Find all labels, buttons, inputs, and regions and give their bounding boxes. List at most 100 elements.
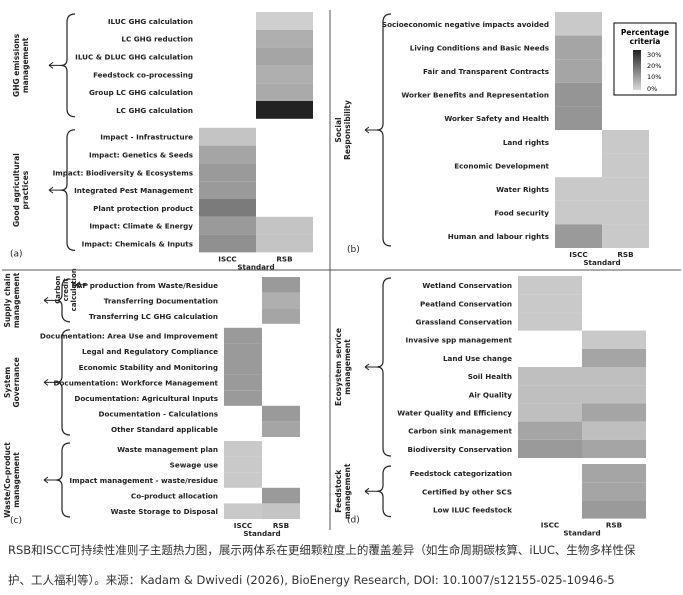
heatmap-cell-human-and-labour-rights-iscc xyxy=(555,224,602,248)
legend-tick-10: 10% xyxy=(647,73,661,81)
heatmap-cell-living-conditions-and-basic-needs-iscc xyxy=(555,35,602,60)
row-label-worker-benefits-and-representation: Worker Benefits and Representation xyxy=(401,91,549,100)
group-label-line: management xyxy=(21,37,30,93)
row-label-living-conditions-and-basic-needs: Living Conditions and Basic Needs xyxy=(410,43,549,52)
group-bracket-ecosystem-service-management xyxy=(376,277,392,457)
heatmap-cell-iluc-dluc-ghg-calculation-rsb xyxy=(256,47,313,66)
heatmap-cell-legal-and-regulatory-compliance-iscc xyxy=(224,343,262,359)
heatmap-cell-documentation-workforce-management-iscc xyxy=(224,374,262,391)
group-label-line: management xyxy=(343,463,352,519)
heatmap-cell-worker-safety-and-health-iscc xyxy=(555,106,602,130)
x-tick-iscc: ISCC xyxy=(234,521,252,530)
group-label-line: Supply chain xyxy=(3,273,12,327)
heatmap-cell-food-security-rsb xyxy=(602,200,649,225)
heatmap-cell-human-and-labour-rights-rsb xyxy=(602,224,649,248)
group-label-line: Governance xyxy=(12,357,21,407)
row-label-saf-production-from-waste-residue: SAF production from Waste/Residue xyxy=(72,281,219,290)
group-arrow-waste-co-product-management xyxy=(43,476,56,484)
heatmap-cell-invasive-spp-management-rsb xyxy=(582,330,646,349)
heatmap-cell-integrated-pest-management-iscc xyxy=(199,181,256,199)
row-label-other-standard-applicable: Other Standard applicable xyxy=(111,425,218,434)
group-label-line: Feedstock xyxy=(334,469,343,513)
row-label-peatland-conservation: Peatland Conservation xyxy=(420,299,512,308)
heatmap-cell-impact-infrastructure-iscc xyxy=(199,127,256,146)
group-arrow-system-governance xyxy=(43,379,56,386)
row-label-documentation-calculations: Documentation - Calculations xyxy=(98,410,218,419)
heatmap-cell-documentation-agricultural-inputs-iscc xyxy=(224,390,262,406)
row-label-human-and-labour-rights: Human and labour rights xyxy=(448,232,549,241)
panel-3: SAF production from Waste/ResidueTransfe… xyxy=(3,268,300,538)
heatmap-cell-plant-protection-product-iscc xyxy=(199,199,256,217)
row-label-economic-stability-and-monitoring: Economic Stability and Monitoring xyxy=(79,363,218,372)
heatmap-cell-waste-storage-to-disposal-iscc xyxy=(224,503,262,519)
heatmap-cell-economic-stability-and-monitoring-iscc xyxy=(224,359,262,375)
x-tick-rsb: RSB xyxy=(606,521,622,530)
x-axis-label: Standard xyxy=(237,262,274,271)
group-label-line: practices xyxy=(21,170,30,209)
group-label-line: management xyxy=(12,272,21,328)
row-label-land-use-change: Land Use change xyxy=(443,354,512,363)
heatmap-cell-transferring-documentation-rsb xyxy=(262,292,300,309)
row-label-worker-safety-and-health: Worker Safety and Health xyxy=(444,114,549,123)
heatmap-cell-impact-genetics-seeds-iscc xyxy=(199,145,256,164)
heatmap-cell-impact-chemicals-inputs-rsb xyxy=(256,234,313,253)
x-tick-iscc: ISCC xyxy=(569,250,587,259)
x-tick-rsb: RSB xyxy=(617,250,633,259)
heatmap-cell-certified-by-other-scs-rsb xyxy=(582,482,646,501)
heatmap-cell-lc-ghg-reduction-rsb xyxy=(256,29,313,48)
row-label-biodiversity-conservation: Biodiversity Conservation xyxy=(408,445,512,454)
group-label-line: System xyxy=(3,367,12,398)
heatmap-cell-economic-development-rsb xyxy=(602,153,649,178)
heatmap-cell-documentation-area-use-and-improvement-iscc xyxy=(224,327,262,344)
group-bracket-good-agricultural-practices xyxy=(60,129,76,251)
heatmap-cell-feedstock-co-processing-rsb xyxy=(256,65,313,84)
group-label-waste-co-product-management: Waste/Co-productmanagement xyxy=(3,442,21,518)
row-label-lc-ghg-reduction: LC GHG reduction xyxy=(121,35,193,44)
heatmap-cell-carbon-sink-management-iscc xyxy=(518,421,582,440)
row-label-legal-and-regulatory-compliance: Legal and Regulatory Compliance xyxy=(82,347,218,356)
group-arrow-supply-chain-management xyxy=(43,297,56,304)
heatmap-cell-worker-benefits-and-representation-iscc xyxy=(555,82,602,107)
group-label-line: management xyxy=(12,452,21,508)
annotation-label-carbon-credit-calculation: Carboncreditcalculation xyxy=(54,268,78,311)
row-label-water-rights: Water Rights xyxy=(496,185,549,194)
heatmap-cell-waste-storage-to-disposal-rsb xyxy=(262,503,300,519)
row-label-waste-management-plan: Waste management plan xyxy=(117,445,218,454)
heatmap-cell-biodiversity-conservation-rsb xyxy=(582,439,646,458)
caption-line-1: RSB和ISCC可持续性准则子主题热力图，展示两体系在更细颗粒度上的覆盖差异（如… xyxy=(8,543,636,557)
row-label-impact-genetics-seeds: Impact: Genetics & Seeds xyxy=(89,151,193,160)
group-label-line: Waste/Co-product xyxy=(3,442,12,518)
row-label-transferring-lc-ghg-calculation: Transferring LC GHG calculation xyxy=(89,312,218,321)
heatmap-cell-biodiversity-conservation-iscc xyxy=(518,439,582,458)
x-axis-label: Standard xyxy=(563,529,600,538)
row-label-carbon-sink-management: Carbon sink management xyxy=(408,427,512,436)
group-bracket-waste-co-product-management xyxy=(55,442,71,518)
x-tick-rsb: RSB xyxy=(273,521,289,530)
x-tick-iscc: ISCC xyxy=(218,254,236,263)
row-label-co-product-allocation: Co-product allocation xyxy=(131,492,218,501)
heatmap-cell-impact-climate-energy-rsb xyxy=(256,216,313,235)
row-label-waste-storage-to-disposal: Waste Storage to Disposal xyxy=(111,507,218,516)
row-label-integrated-pest-management: Integrated Pest Management xyxy=(74,186,193,195)
heatmap-cell-peatland-conservation-iscc xyxy=(518,294,582,313)
row-label-impact-infrastructure: Impact - Infrastructure xyxy=(100,133,193,142)
row-label-iluc-ghg-calculation: ILUC GHG calculation xyxy=(108,17,193,26)
heatmap-cell-land-rights-rsb xyxy=(602,130,649,154)
group-label-system-governance: SystemGovernance xyxy=(3,357,21,407)
heatmap-cell-carbon-sink-management-rsb xyxy=(582,421,646,440)
row-label-documentation-workforce-management: Documentation: Workforce Management xyxy=(54,378,219,387)
heatmap-cell-transferring-lc-ghg-calculation-rsb xyxy=(262,308,300,324)
heatmap-cell-water-quality-and-efficiency-rsb xyxy=(582,403,646,422)
group-label-line: Ecosystem service xyxy=(334,328,343,406)
heatmap-cell-water-rights-rsb xyxy=(602,177,649,201)
heatmap-cell-grassland-conservation-iscc xyxy=(518,312,582,331)
row-label-water-quality-and-efficiency: Water Quality and Efficiency xyxy=(397,409,512,418)
heatmap-cell-socioeconomic-negative-impacts-avoided-iscc xyxy=(555,12,602,36)
annotation-arrow xyxy=(75,281,88,289)
heatmap-cell-impact-management-waste-residue-iscc xyxy=(224,472,262,488)
row-label-plant-protection-product: Plant protection product xyxy=(93,204,193,213)
group-arrow-ghg-emissions-management xyxy=(48,62,61,69)
